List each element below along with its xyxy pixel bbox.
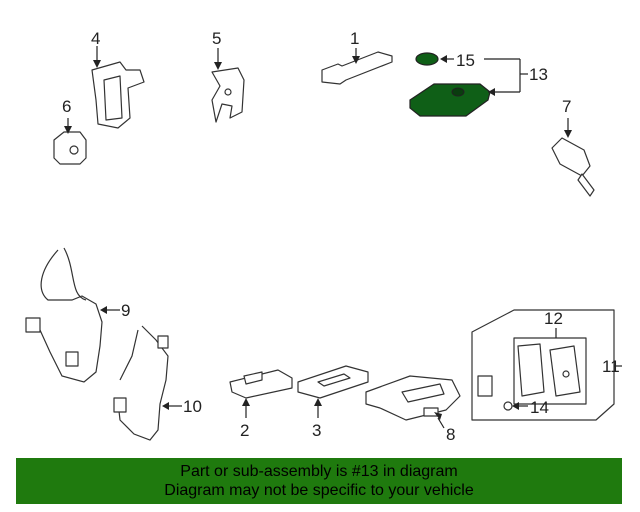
part-8[interactable]: 8 — [365, 375, 461, 444]
part-9[interactable]: 9 — [25, 247, 130, 383]
callout-12: 12 — [544, 309, 563, 328]
callout-8: 8 — [446, 425, 455, 444]
callout-4: 4 — [91, 29, 100, 48]
callout-3: 3 — [312, 421, 321, 440]
part-6[interactable]: 6 — [53, 97, 87, 165]
part-13[interactable]: 13 — [409, 59, 548, 117]
callout-5: 5 — [212, 29, 221, 48]
callout-9: 9 — [121, 301, 130, 320]
part-5[interactable]: 5 — [211, 29, 245, 123]
callout-1: 1 — [350, 29, 359, 48]
callout-13: 13 — [529, 65, 548, 84]
part-10[interactable]: 10 — [113, 325, 202, 441]
callout-11: 11 — [602, 357, 620, 376]
callout-6: 6 — [62, 97, 71, 116]
callout-15: 15 — [456, 51, 475, 70]
part-2[interactable]: 2 — [229, 369, 293, 440]
part-3[interactable]: 3 — [297, 365, 369, 440]
callout-2: 2 — [240, 421, 249, 440]
part-1[interactable]: 1 — [321, 29, 393, 85]
part-4[interactable]: 4 — [91, 29, 145, 129]
part-15[interactable]: 15 — [415, 51, 520, 70]
info-banner: Part or sub-assembly is #13 in diagram D… — [16, 458, 622, 504]
part-14[interactable]: 14 — [503, 398, 549, 417]
callout-7: 7 — [562, 97, 571, 116]
callout-14: 14 — [530, 398, 549, 417]
banner-line-2: Diagram may not be specific to your vehi… — [164, 482, 474, 499]
part-7[interactable]: 7 — [551, 97, 595, 197]
part-11[interactable]: 11 — [471, 309, 622, 421]
callout-10: 10 — [183, 397, 202, 416]
part-12[interactable]: 12 — [544, 309, 563, 338]
banner-line-1: Part or sub-assembly is #13 in diagram — [180, 463, 458, 480]
